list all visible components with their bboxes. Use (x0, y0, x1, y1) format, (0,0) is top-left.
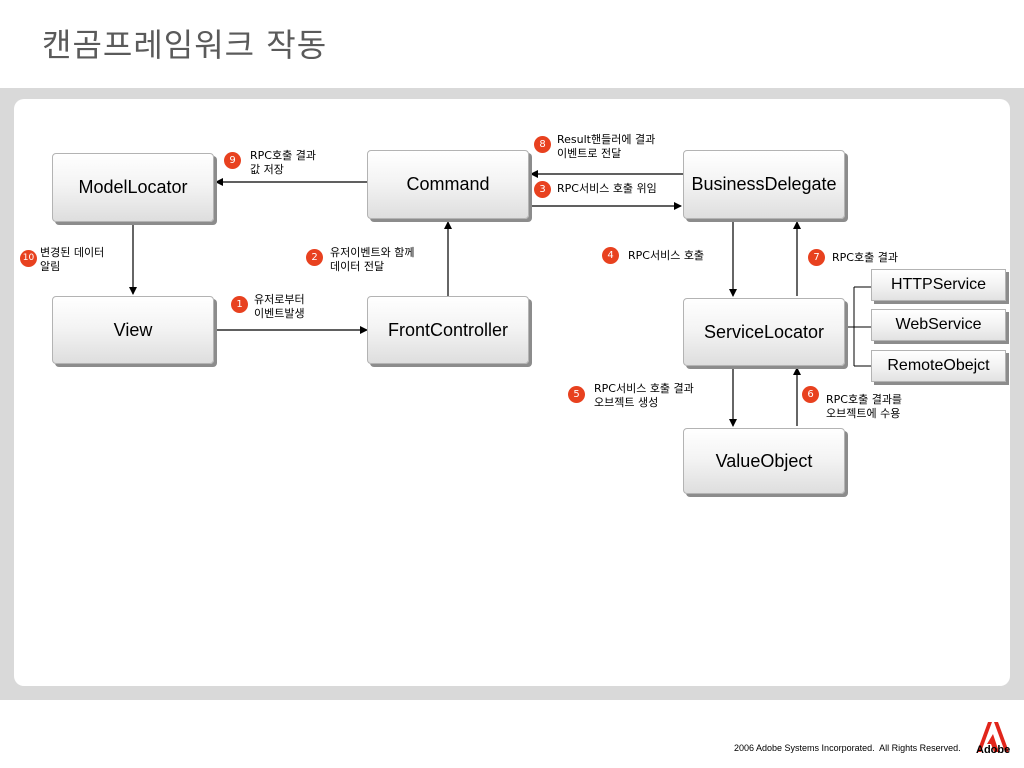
step-4-label: RPC서비스 호출 (628, 249, 705, 262)
servicelocator-box: ServiceLocator (683, 298, 845, 366)
step-10-badge: 10 (20, 250, 37, 267)
step-9-label: RPC호출 결과 값 저장 (250, 149, 316, 176)
step-3-label: RPC서비스 호출 위임 (557, 182, 657, 195)
copyright-footer: 2006 Adobe Systems Incorporated. All Rig… (734, 743, 961, 753)
step-7-label: RPC호출 결과 (832, 251, 898, 264)
step-2-badge: 2 (306, 249, 323, 266)
valueobject-box: ValueObject (683, 428, 845, 494)
step-2-label: 유저이벤트와 함께 데이터 전달 (330, 246, 415, 273)
step-1-badge: 1 (231, 296, 248, 313)
step-9-badge: 9 (224, 152, 241, 169)
page-title: 캔곰프레임워크 작동 (42, 26, 328, 64)
step-3-badge: 3 (534, 181, 551, 198)
step-10-label: 변경된 데이터 알림 (40, 246, 105, 273)
httpservice-box: HTTPService (871, 269, 1006, 301)
step-5-label: RPC서비스 호출 결과 오브젝트 생성 (594, 382, 694, 409)
step-8-label: Result핸들러에 결과 이벤트로 전달 (557, 133, 656, 160)
step-6-label: RPC호출 결과를 오브젝트에 수용 (826, 393, 903, 420)
webservice-box: WebService (871, 309, 1006, 341)
modellocator-box: ModelLocator (52, 153, 214, 222)
adobe-logo-icon (975, 720, 1011, 754)
remoteobject-box: RemoteObejct (871, 350, 1006, 382)
step-6-badge: 6 (802, 386, 819, 403)
step-7-badge: 7 (808, 249, 825, 266)
view-box: View (52, 296, 214, 364)
businessdelegate-box: BusinessDelegate (683, 150, 845, 219)
step-1-label: 유저로부터 이벤트발생 (254, 293, 305, 320)
frontcontroller-box: FrontController (367, 296, 529, 364)
adobe-logo-text: Adobe (976, 744, 1011, 756)
step-4-badge: 4 (602, 247, 619, 264)
step-8-badge: 8 (534, 136, 551, 153)
command-box: Command (367, 150, 529, 219)
step-5-badge: 5 (568, 386, 585, 403)
